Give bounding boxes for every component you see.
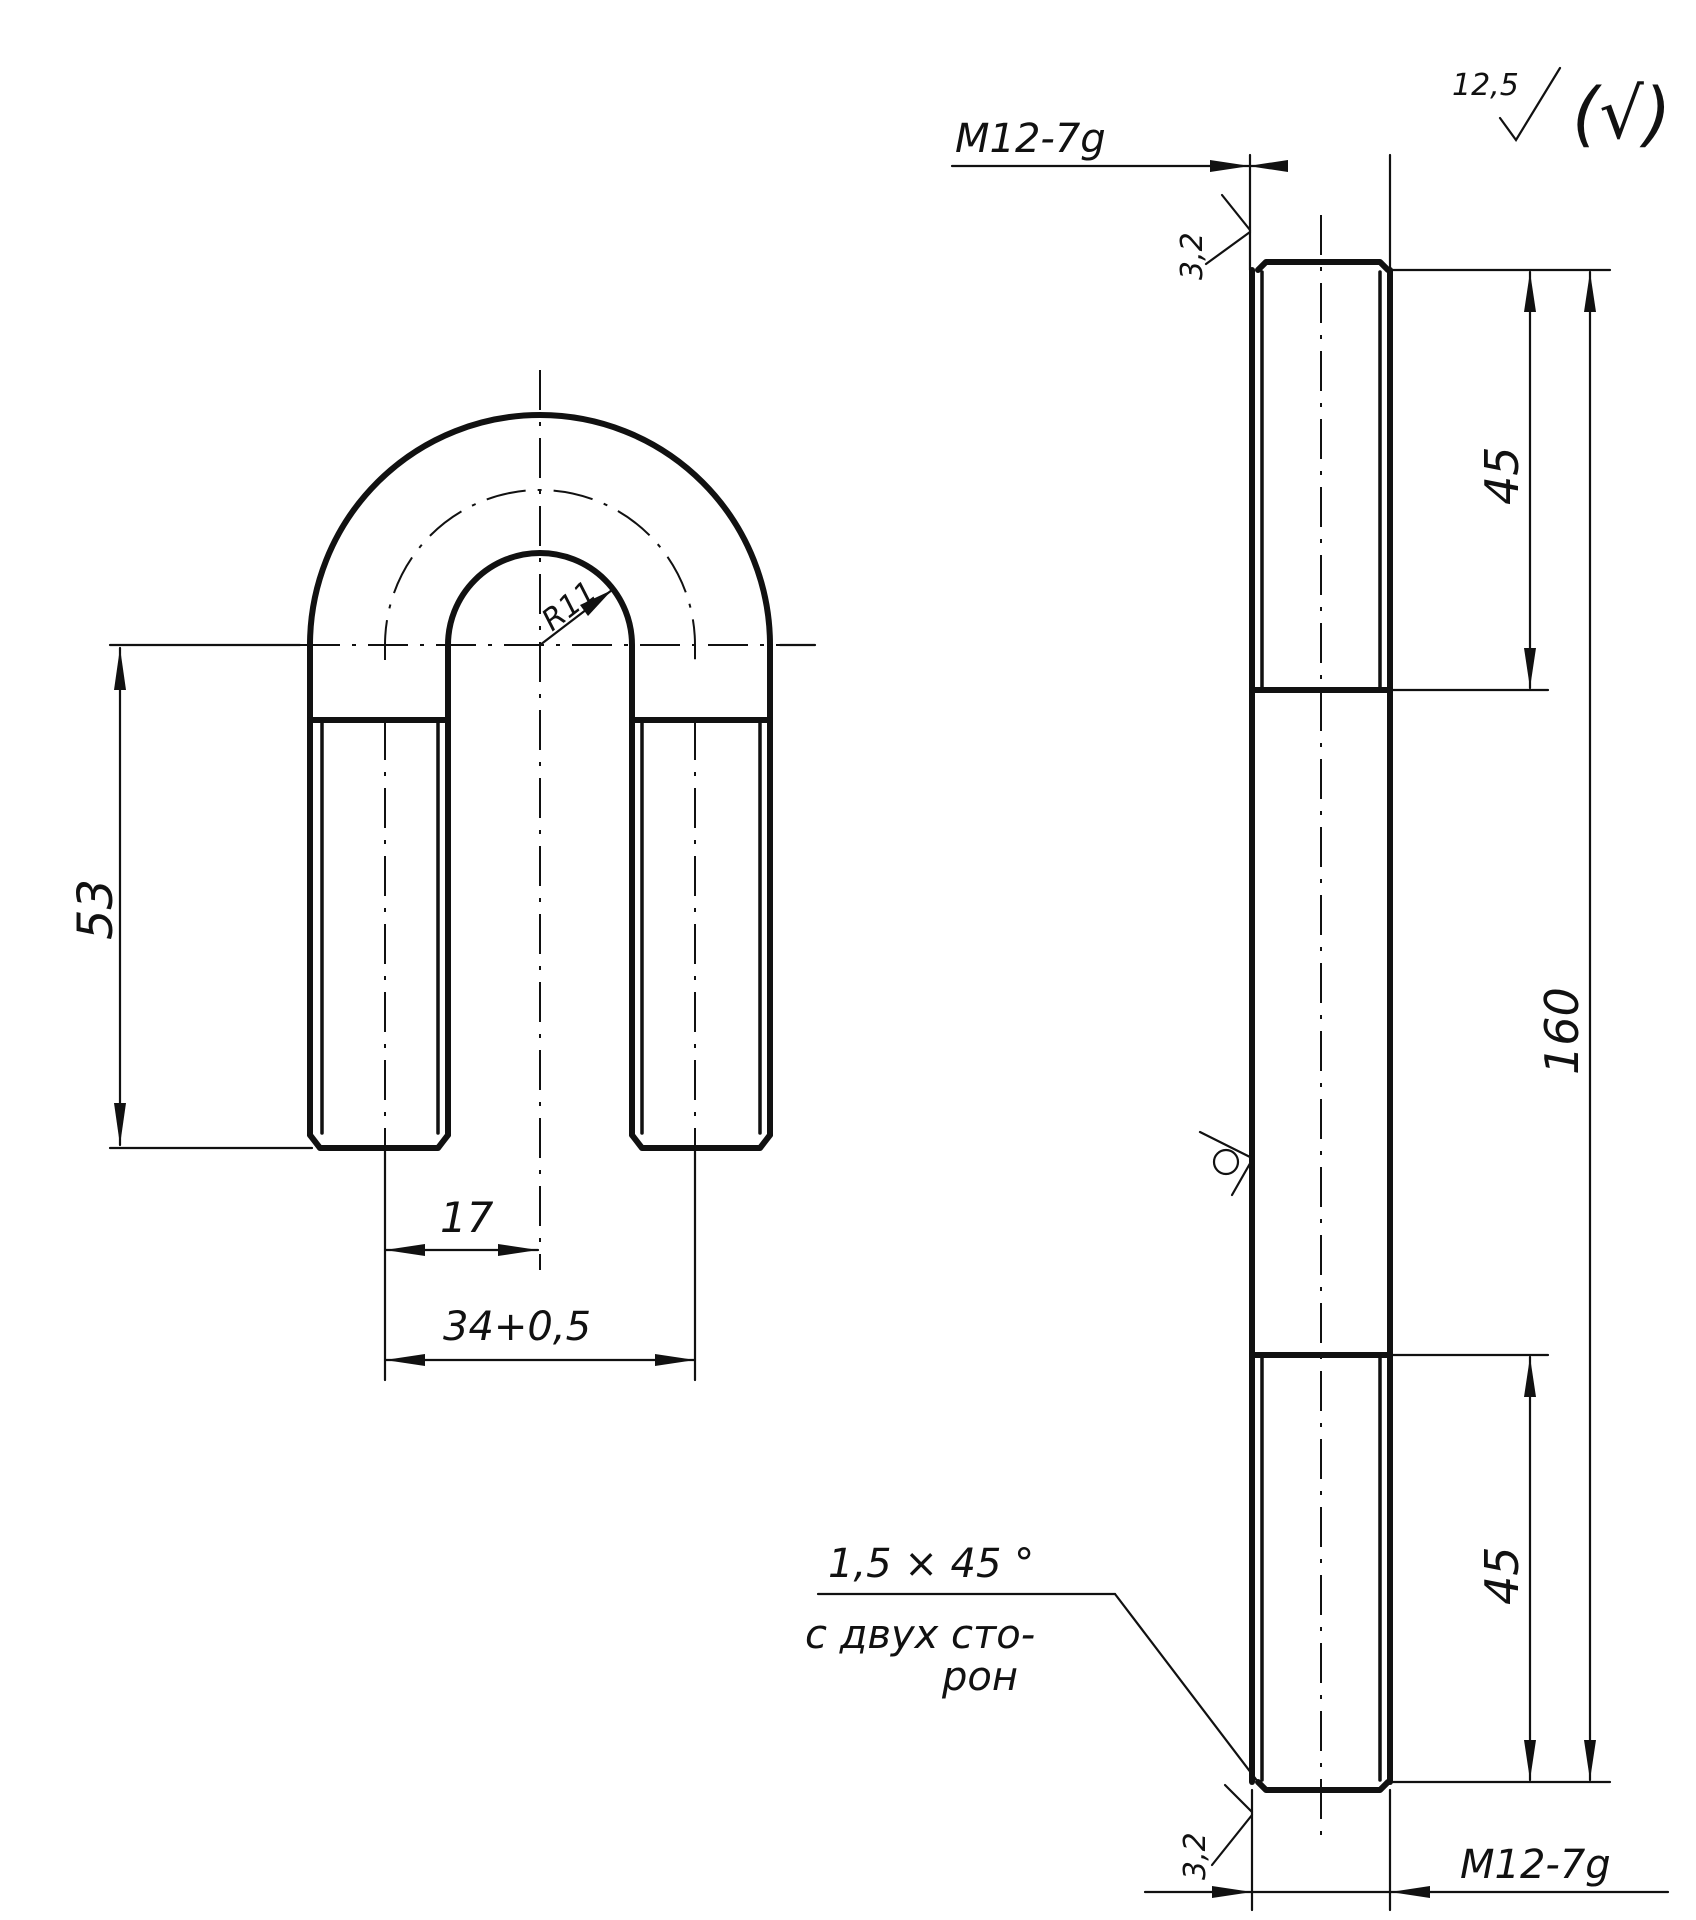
dim-45-bottom-label: 45 bbox=[1475, 1546, 1529, 1605]
left-leg-end bbox=[307, 1132, 451, 1151]
right-leg-end bbox=[629, 1132, 773, 1151]
thread-callout-top: M12-7g bbox=[955, 116, 1106, 162]
radius-arrow bbox=[580, 590, 612, 616]
dim-53-arrow-top bbox=[114, 648, 126, 690]
rod-view: 12,5 (√) M12-7g 3,2 bbox=[805, 66, 1671, 1912]
general-roughness-value: 12,5 bbox=[1452, 68, 1519, 103]
radius-label: R11 bbox=[535, 574, 603, 638]
roughness-shaft-circle bbox=[1212, 1148, 1240, 1176]
thread-top-arrow-right bbox=[1210, 160, 1250, 172]
ubolt-outer-contour bbox=[307, 412, 773, 723]
roughness-shaft-leg-1 bbox=[1198, 1130, 1254, 1160]
thread-top-arrow-left bbox=[1248, 160, 1288, 172]
general-roughness-bracket: (√) bbox=[1572, 73, 1671, 155]
dim-45-bottom-arrow-top bbox=[1524, 1357, 1536, 1397]
dim-45-top-arrow-bottom bbox=[1524, 648, 1536, 688]
dim-45-bottom-arrow-bottom bbox=[1524, 1740, 1536, 1780]
roughness-shaft-leg-2 bbox=[1230, 1158, 1254, 1197]
ubolt-inner-contour bbox=[445, 550, 635, 723]
dim-45-top-arrow-top bbox=[1524, 272, 1536, 312]
chamfer-leader bbox=[1113, 1592, 1260, 1784]
dim-34-arrow-right bbox=[655, 1354, 695, 1366]
rod-top-chamfer bbox=[1255, 259, 1391, 273]
dim-17-arrow-left bbox=[385, 1244, 425, 1256]
ubolt-view: 53 17 34+0,5 R11 bbox=[68, 370, 817, 1382]
general-roughness-symbol: 12,5 (√) bbox=[1452, 66, 1671, 155]
roughness-check-icon bbox=[1498, 66, 1562, 142]
dim-160-arrow-top bbox=[1584, 272, 1596, 312]
chamfer-label: 1,5 × 45 ° bbox=[828, 1541, 1034, 1587]
dim-34-arrow-left bbox=[385, 1354, 425, 1366]
dim-17-arrow-right bbox=[498, 1244, 538, 1256]
dim-53-label: 53 bbox=[68, 879, 124, 940]
dim-17-label: 17 bbox=[440, 1193, 494, 1242]
thread-bottom-arrow-right bbox=[1390, 1886, 1430, 1898]
rod-bottom-chamfer bbox=[1255, 1779, 1391, 1793]
roughness-top-leg-1 bbox=[1220, 193, 1252, 232]
roughness-bottom-leg-1 bbox=[1223, 1783, 1254, 1814]
thread-bottom-arrow-left bbox=[1212, 1886, 1252, 1898]
dim-45-top-label: 45 bbox=[1475, 446, 1529, 505]
thread-callout-bottom: M12-7g bbox=[1460, 1842, 1611, 1888]
chamfer-note-line1: с двух сто- bbox=[805, 1612, 1035, 1658]
roughness-bottom-label: 3,2 bbox=[1178, 1832, 1213, 1880]
chamfer-note-line2: рон bbox=[941, 1654, 1018, 1700]
dim-34-label: 34+0,5 bbox=[443, 1304, 591, 1350]
dim-160-label: 160 bbox=[1535, 987, 1589, 1075]
roughness-top-leg-2 bbox=[1204, 230, 1252, 266]
roughness-bottom-leg-2 bbox=[1210, 1813, 1254, 1867]
roughness-top-label: 3,2 bbox=[1175, 232, 1210, 280]
dim-160-arrow-bottom bbox=[1584, 1740, 1596, 1780]
dim-53-arrow-bottom bbox=[114, 1103, 126, 1145]
